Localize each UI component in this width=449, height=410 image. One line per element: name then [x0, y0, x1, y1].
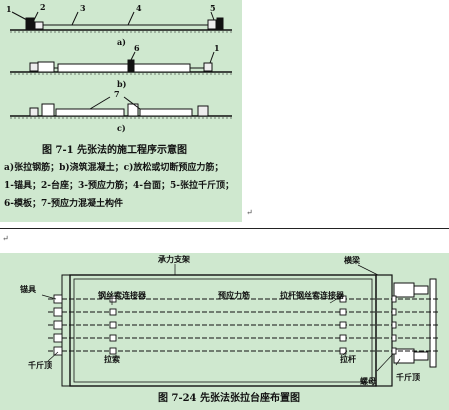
- caption-line-3: 6-模板；7-预应力混凝土构件: [4, 199, 123, 209]
- label-tendon: 预应力筋: [218, 290, 250, 300]
- step-a-label: a): [117, 37, 126, 47]
- label-anchor: 锚具: [20, 284, 36, 294]
- return-mark-2: ↵: [2, 234, 9, 243]
- label-crossbeam: 横梁: [344, 255, 360, 265]
- figure-7-1: 1 2 3 4 5 a) 6 1 b) 7 c) 图 7-1 先张法的施工程序示…: [0, 0, 253, 222]
- section-divider: [0, 228, 449, 229]
- rod-connectors: [339, 295, 347, 355]
- step-c-drawing: [10, 96, 232, 119]
- return-mark-1: ↵: [246, 208, 253, 217]
- label-pedestal-2: 2: [40, 2, 46, 12]
- label-rod-connector: 拉杆钢丝索连接器: [280, 290, 344, 300]
- label-nut: 螺母: [360, 376, 376, 386]
- label-rod: 拉杆: [340, 354, 356, 364]
- stressing-bed-diagram: [41, 264, 440, 387]
- figure-7-24: 承力支架 横梁 锚具 钢丝索连接器 预应力筋 拉杆钢丝索连接器 千斤顶 拉索 拉…: [0, 253, 449, 410]
- label-jack-left: 千斤顶: [28, 360, 52, 370]
- step-b-drawing: [10, 51, 232, 75]
- label-cable: 拉索: [104, 354, 120, 364]
- figure-2-title: 图 7-24 先张法张拉台座布置图: [158, 393, 300, 404]
- label-jack-5: 5: [210, 3, 216, 13]
- label-bearing-frame: 承力支架: [158, 254, 190, 264]
- label-component-7: 7: [114, 89, 120, 99]
- label-anchor-1: 1: [6, 4, 12, 14]
- label-jack-right: 千斤顶: [396, 372, 420, 382]
- caption-line-2: 1-锚具；2-台座；3-预应力筋；4-台面；5-张拉千斤顶；: [4, 181, 234, 191]
- strand-connectors: [109, 295, 117, 355]
- label-anchor-1b: 1: [214, 43, 220, 53]
- step-c-label: c): [117, 123, 126, 133]
- label-platform-4: 4: [136, 3, 142, 13]
- step-b-label: b): [117, 79, 127, 89]
- left-anchors: [53, 294, 63, 356]
- tendon-lines: [48, 298, 440, 352]
- figure-1-title: 图 7-1 先张法的施工程序示意图: [42, 145, 188, 156]
- nuts: [391, 295, 397, 355]
- leader-lines: [41, 264, 401, 372]
- label-tendon-3: 3: [80, 3, 86, 13]
- step-a-drawing: [10, 11, 232, 33]
- pretension-sequence-diagram: [10, 11, 232, 119]
- caption-line-1: a)张拉钢筋；b)浇筑混凝土；c)放松或切断预应力筋；: [4, 163, 224, 173]
- label-strand-connector: 钢丝索连接器: [98, 290, 146, 300]
- label-formwork-6: 6: [134, 43, 140, 53]
